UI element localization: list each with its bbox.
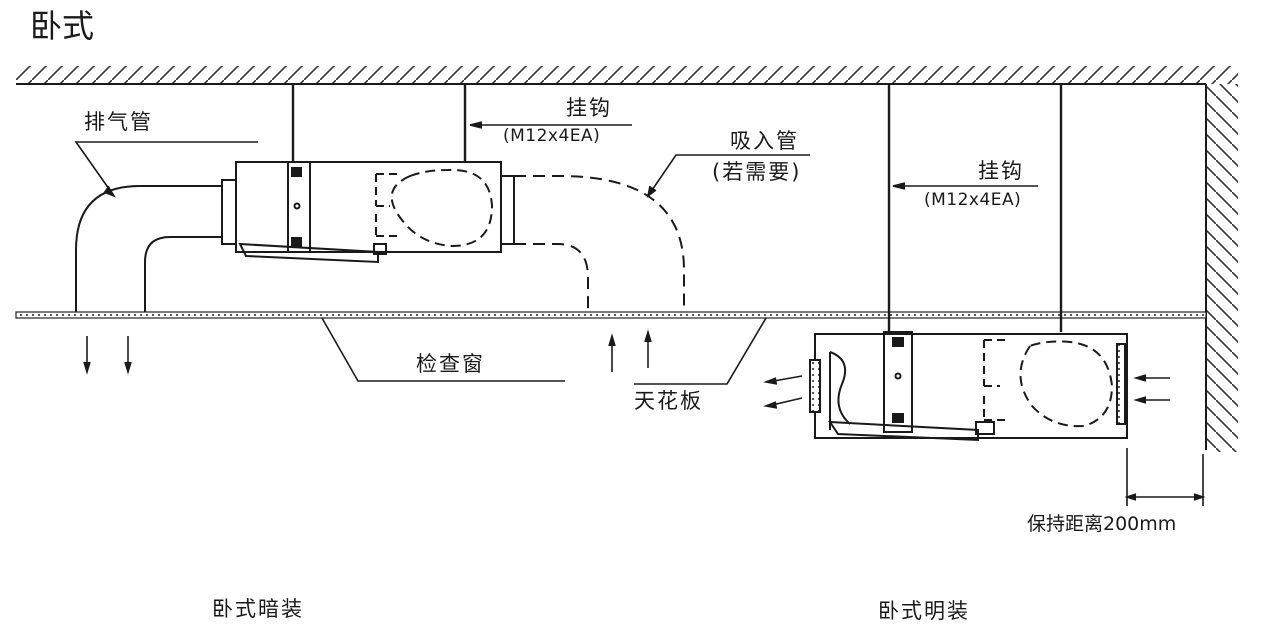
hook-right-spec: (M12x4EA)	[924, 190, 1022, 210]
exhaust-pipe-label: 排气管	[84, 110, 153, 134]
airflow-arrows-left	[83, 329, 652, 375]
intake-pipe-note: (若需要)	[712, 160, 802, 184]
exhaust-pipe	[75, 185, 222, 312]
ceiling-label: 天花板	[634, 389, 703, 413]
hook-left-label: 挂钩	[566, 96, 612, 120]
hook-right-label: 挂钩	[978, 159, 1024, 183]
ceiling-slab	[16, 66, 1238, 85]
airflow-arrows-right	[763, 374, 1170, 409]
intake-pipe	[514, 175, 685, 312]
inspection-window-label: 检查窗	[416, 352, 485, 376]
ceiling-board	[15, 311, 1207, 319]
page-title: 卧式	[30, 7, 95, 45]
concealed-unit	[221, 161, 515, 264]
hook-left-spec: (M12x4EA)	[503, 126, 601, 146]
clearance-label: 保持距离200mm	[1027, 513, 1177, 535]
caption-exposed: 卧式明装	[878, 599, 970, 623]
clearance-dimension	[1124, 448, 1206, 506]
intake-pipe-label: 吸入管	[730, 129, 799, 153]
exposed-unit	[809, 331, 1128, 442]
caption-concealed: 卧式暗装	[212, 597, 304, 621]
hanger-rods	[291, 84, 1063, 332]
leader-lines	[74, 121, 1038, 385]
side-wall	[1205, 84, 1238, 452]
